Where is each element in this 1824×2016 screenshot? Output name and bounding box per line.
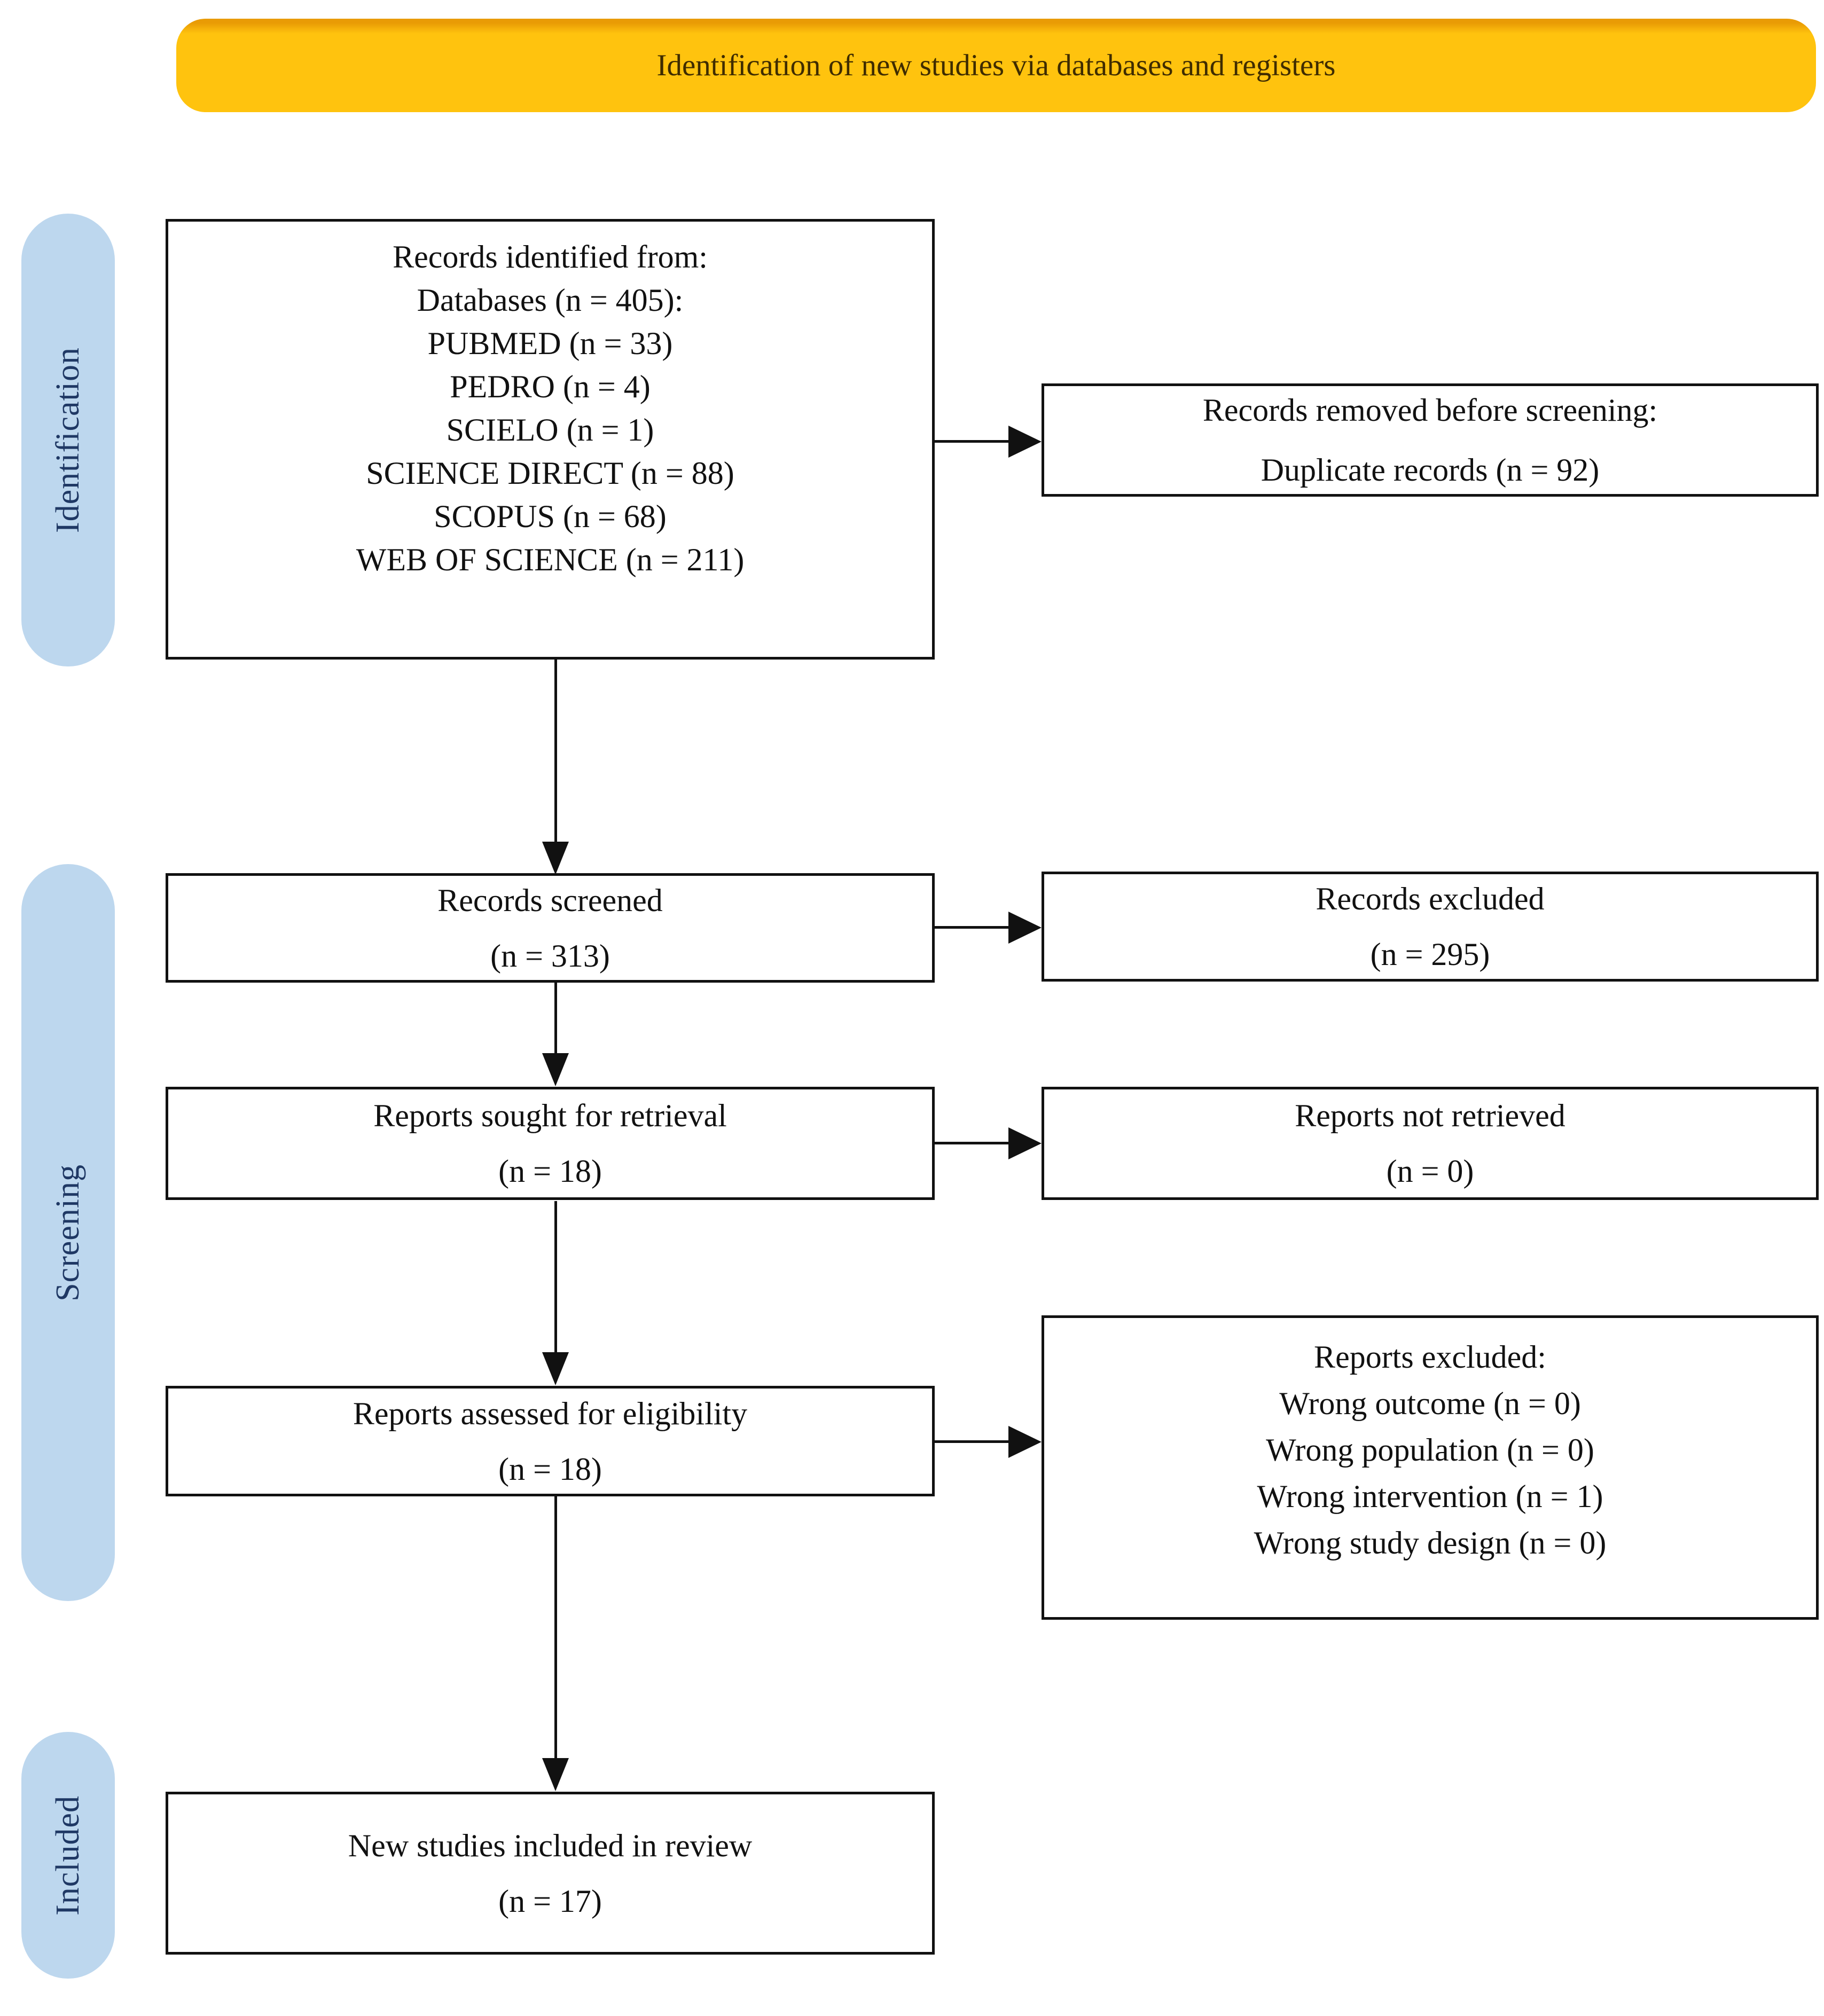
arrow-assessed-to-included-line: [554, 1496, 557, 1759]
arrow-sought-to-assessed-line: [554, 1201, 557, 1353]
box-records-identified: Records identified from: Databases (n = …: [166, 219, 935, 660]
arrow-screened-to-sought-head: [542, 1053, 569, 1086]
box-reports-excluded-reasons: Reports excluded: Wrong outcome (n = 0) …: [1042, 1315, 1819, 1620]
stage-pill-included: Included: [21, 1732, 115, 1979]
box-records-identified-line: Records identified from:: [393, 239, 708, 274]
box-new-studies-included-line: New studies included in review: [348, 1827, 753, 1863]
box-records-identified-line: SCOPUS (n = 68): [434, 499, 667, 534]
arrow-sought-to-notretrieved-line: [935, 1142, 1011, 1144]
box-reports-sought-line: (n = 18): [498, 1154, 602, 1189]
box-reports-not-retrieved-line: (n = 0): [1386, 1154, 1474, 1189]
box-reports-assessed-line: Reports assessed for eligibility: [353, 1395, 748, 1431]
box-records-screened-line: Records screened: [437, 882, 663, 918]
stage-pill-identification: Identification: [21, 214, 115, 666]
box-reports-not-retrieved-line: Reports not retrieved: [1295, 1098, 1565, 1133]
box-records-excluded-line: Records excluded: [1316, 881, 1545, 916]
box-reports-sought-line: Reports sought for retrieval: [373, 1098, 727, 1133]
stage-label-included: Included: [50, 1795, 86, 1916]
box-records-screened-line: (n = 313): [490, 938, 610, 974]
box-records-screened: Records screened (n = 313): [166, 873, 935, 983]
banner-title: Identification of new studies via databa…: [656, 49, 1336, 82]
box-records-identified-line: WEB OF SCIENCE (n = 211): [356, 542, 745, 577]
box-records-excluded-line: (n = 295): [1370, 937, 1490, 972]
box-records-identified-line: PEDRO (n = 4): [450, 369, 651, 404]
arrow-identified-to-screened-head: [542, 842, 569, 875]
box-new-studies-included: New studies included in review (n = 17): [166, 1792, 935, 1955]
box-records-removed-line: Duplicate records (n = 92): [1261, 452, 1600, 488]
arrow-identified-to-removed-head: [1008, 426, 1042, 458]
box-reports-excluded-line: Reports excluded:: [1314, 1339, 1546, 1375]
arrow-identified-to-removed-line: [935, 440, 1011, 443]
arrow-screened-to-sought-line: [554, 983, 557, 1055]
stage-pill-screening: Screening: [21, 864, 115, 1601]
arrow-assessed-to-reportsexcluded-line: [935, 1440, 1011, 1443]
box-reports-excluded-line: Wrong outcome (n = 0): [1279, 1386, 1581, 1421]
box-records-identified-line: PUBMED (n = 33): [427, 326, 673, 361]
box-new-studies-included-line: (n = 17): [498, 1883, 602, 1919]
arrow-assessed-to-reportsexcluded-head: [1008, 1426, 1042, 1458]
arrow-sought-to-notretrieved-head: [1008, 1127, 1042, 1159]
box-records-identified-line: SCIENCE DIRECT (n = 88): [366, 456, 734, 491]
box-records-excluded: Records excluded (n = 295): [1042, 872, 1819, 982]
box-records-removed-line: Records removed before screening:: [1202, 393, 1658, 428]
arrow-screened-to-excluded-line: [935, 926, 1011, 929]
box-reports-assessed-line: (n = 18): [498, 1451, 602, 1487]
box-reports-excluded-line: Wrong study design (n = 0): [1254, 1525, 1607, 1560]
banner-identification-via-databases: Identification of new studies via databa…: [176, 19, 1816, 112]
box-reports-assessed: Reports assessed for eligibility (n = 18…: [166, 1386, 935, 1496]
stage-label-screening: Screening: [50, 1164, 86, 1301]
arrow-sought-to-assessed-head: [542, 1352, 569, 1385]
stage-label-identification: Identification: [50, 347, 86, 533]
box-reports-sought: Reports sought for retrieval (n = 18): [166, 1087, 935, 1200]
box-reports-not-retrieved: Reports not retrieved (n = 0): [1042, 1087, 1819, 1200]
arrow-identified-to-screened-line: [554, 660, 557, 844]
arrow-screened-to-excluded-head: [1008, 912, 1042, 944]
box-reports-excluded-line: Wrong population (n = 0): [1266, 1432, 1594, 1468]
box-records-identified-line: SCIELO (n = 1): [446, 412, 654, 448]
box-records-removed: Records removed before screening: Duplic…: [1042, 383, 1819, 497]
box-records-identified-line: Databases (n = 405):: [417, 283, 684, 318]
arrow-assessed-to-included-head: [542, 1758, 569, 1791]
box-reports-excluded-line: Wrong intervention (n = 1): [1257, 1479, 1603, 1514]
